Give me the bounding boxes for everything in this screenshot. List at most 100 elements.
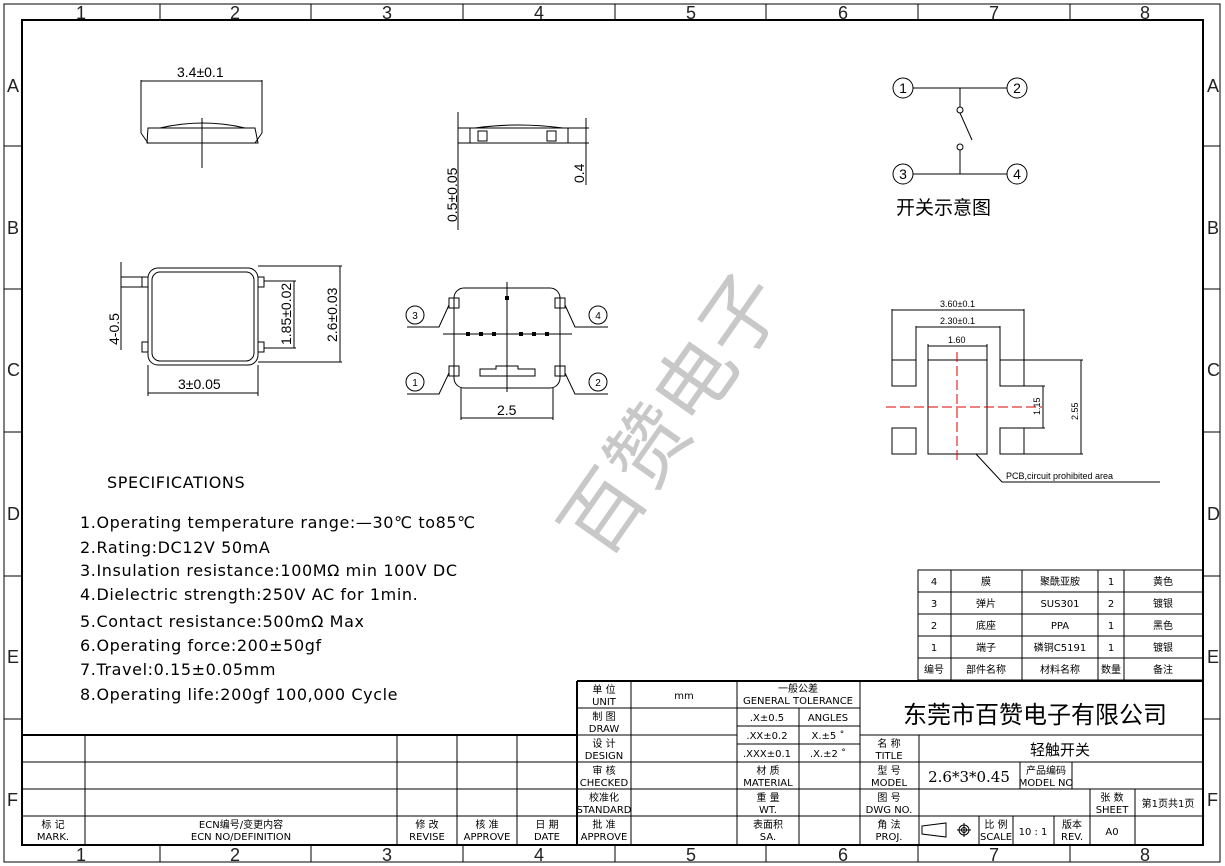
tolerance-label: GENERAL TOLERANCE xyxy=(743,696,853,707)
bom-cell: SUS301 xyxy=(1040,599,1079,610)
bom-cell: 磷铜C5191 xyxy=(1034,641,1086,654)
pcb-dim-mid: 2.30±0.1 xyxy=(940,316,975,326)
tolerance-label-cn: 一般公差 xyxy=(778,682,818,695)
zone-col-8: 8 xyxy=(1140,3,1150,23)
model-value: 2.6*3*0.45 xyxy=(928,768,1010,786)
side-view: 0.5±0.05 0.4 xyxy=(444,112,589,230)
rev-header-mark: MARK. xyxy=(37,832,69,843)
angles-label: ANGLES xyxy=(808,713,848,724)
pin-label-4: 4 xyxy=(595,311,601,322)
sheet-label: SHEET xyxy=(1096,805,1130,816)
zone-row-c: C xyxy=(7,360,20,380)
rev-header-revise: REVISE xyxy=(409,832,445,843)
pcb-dim-outer: 3.60±0.1 xyxy=(940,299,975,309)
scale-label: SCALE xyxy=(980,832,1012,843)
tolerance-x: .X±0.5 xyxy=(750,713,784,724)
material-label: MATERIAL xyxy=(743,778,793,789)
angle-tol-1: X.±5 ˚ xyxy=(812,730,845,742)
zone-row-f: F xyxy=(7,790,18,810)
bom-cell: 1 xyxy=(931,643,937,654)
drawing-title: 轻触开关 xyxy=(1030,741,1090,759)
zone-col-3-bottom: 3 xyxy=(382,845,392,865)
bom-cell: 2 xyxy=(931,621,937,632)
model-no-label: MODEL NO xyxy=(1019,778,1074,789)
approve-label-cn: 批 准 xyxy=(592,818,615,831)
pin-label-3: 3 xyxy=(412,311,418,322)
schematic-pin-2: 2 xyxy=(1013,80,1021,96)
spec-item: 4.Dielectric strength:250V AC for 1min. xyxy=(80,585,418,604)
rev-header-cn: 标 记 xyxy=(41,819,64,831)
dwg-label-cn: 图 号 xyxy=(877,792,900,804)
weight-label-cn: 重 量 xyxy=(756,791,779,804)
tolerance-xxx: .XXX±0.1 xyxy=(743,749,791,760)
zone-row-b-right: B xyxy=(1207,218,1219,238)
model-label-cn: 型 号 xyxy=(877,764,900,777)
dim-side-total-height: 0.5±0.05 xyxy=(444,167,460,222)
dim-pin-pitch: 2.5 xyxy=(497,402,517,418)
zone-col-2-bottom: 2 xyxy=(230,845,240,865)
zone-col-4: 4 xyxy=(534,3,544,23)
spec-item: 3.Insulation resistance:100MΩ min 100V D… xyxy=(80,561,458,580)
rev-label: REV. xyxy=(1061,832,1083,843)
spec-item: 1.Operating temperature range:—30℃ to85℃ xyxy=(80,513,476,532)
zone-col-6: 6 xyxy=(838,3,848,23)
draw-label: DRAW xyxy=(589,724,620,735)
bom-cell: 2 xyxy=(1108,599,1114,610)
watermark: 百赞电子 xyxy=(543,256,803,571)
zone-col-1: 1 xyxy=(76,3,86,23)
material-label-cn: 材 质 xyxy=(756,764,779,777)
top-view: 3.4±0.1 xyxy=(140,64,263,168)
bom-cell: 端子 xyxy=(976,641,996,654)
pcb-layout: 3.60±0.1 2.30±0.1 1.60 1.15 2.55 PCB,cir… xyxy=(886,299,1160,483)
front-view: 4-0.5 1.85±0.02 2.6±0.03 3±0.05 xyxy=(106,262,342,396)
outer-border xyxy=(3,3,1221,863)
rev-header-cn: 修 改 xyxy=(415,818,438,831)
pcb-dim-inner: 1.60 xyxy=(948,335,966,345)
zone-row-f-right: F xyxy=(1207,790,1218,810)
zone-row-d-right: D xyxy=(1207,504,1220,524)
bom-cell: 底座 xyxy=(976,619,996,632)
bom-header: 部件名称 xyxy=(966,663,1006,676)
bom-cell: 弹片 xyxy=(976,597,996,610)
zone-row-e: E xyxy=(7,647,19,667)
scale-value: 10 : 1 xyxy=(1019,827,1048,838)
bom-header: 材料名称 xyxy=(1040,663,1080,676)
bom-header: 编号 xyxy=(924,663,944,676)
rev-value: A0 xyxy=(1105,827,1118,838)
dim-side-body-height: 0.4 xyxy=(571,163,587,183)
weight-label: WT. xyxy=(759,805,777,816)
spec-item: 7.Travel:0.15±0.05mm xyxy=(80,660,276,679)
zone-col-7: 7 xyxy=(989,3,999,23)
dim-pin-width: 4-0.5 xyxy=(106,313,122,345)
zone-col-1-bottom: 1 xyxy=(76,845,86,865)
dim-front-height: 2.6±0.03 xyxy=(324,287,340,342)
dim-inner-height: 1.85±0.02 xyxy=(278,283,294,345)
proj-label: PROJ. xyxy=(876,832,903,843)
zone-col-8-bottom: 8 xyxy=(1140,845,1150,865)
company-name: 东莞市百赞电子有限公司 xyxy=(903,701,1167,729)
title-label-cn: 名 称 xyxy=(877,737,900,750)
spec-item: 8.Operating life:200gf 100,000 Cycle xyxy=(80,685,398,704)
sheet-value: 第1页共1页 xyxy=(1142,797,1195,810)
zone-col-5-bottom: 5 xyxy=(686,845,696,865)
rev-header-cn: 核 准 xyxy=(475,818,498,831)
title-label: TITLE xyxy=(874,751,902,762)
pin-label-1: 1 xyxy=(412,378,418,389)
bottom-view: 3 4 1 2 2.5 xyxy=(405,282,608,420)
spec-item: 5.Contact resistance:500mΩ Max xyxy=(80,612,365,631)
rev-header-ecn: ECN NO/DEFINITION xyxy=(191,832,291,843)
unit-label-cn: 单 位 xyxy=(592,683,615,696)
bom-cell: 镀银 xyxy=(1153,641,1173,654)
bom-cell: PPA xyxy=(1051,621,1069,632)
draw-label-cn: 制 图 xyxy=(592,710,615,723)
angle-tol-2: .X.±2 ˚ xyxy=(810,748,846,760)
zone-row-d: D xyxy=(7,504,20,524)
standard-label-cn: 校准化 xyxy=(589,791,619,804)
spec-item: 6.Operating force:200±50gf xyxy=(80,636,322,655)
design-label-cn: 设 计 xyxy=(592,737,615,750)
zone-row-c-right: C xyxy=(1207,360,1220,380)
bom-cell: 1 xyxy=(1108,643,1114,654)
approve-label: APPROVE xyxy=(581,832,628,843)
